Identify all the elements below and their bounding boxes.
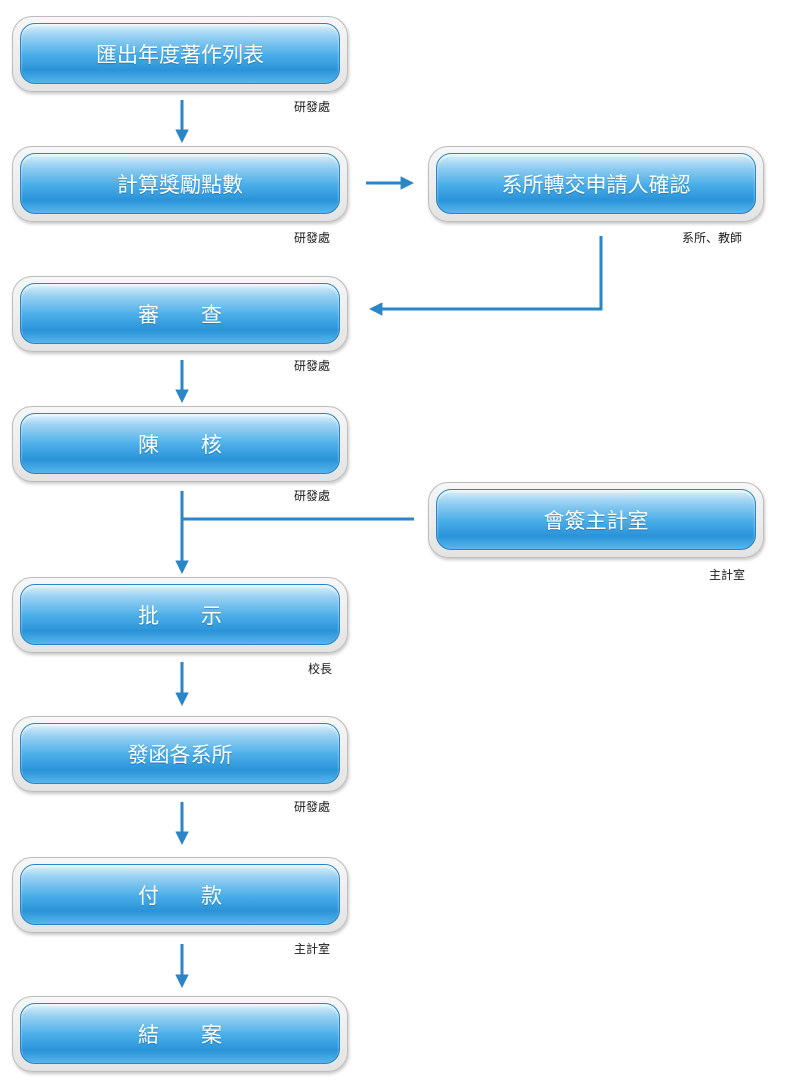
step-box: 陳 核 (20, 413, 340, 474)
step-submit: 陳 核 (12, 406, 348, 482)
step-review: 審 查 (12, 276, 348, 352)
step-label: 審 查 (138, 302, 222, 327)
unit-label: 主計室 (709, 568, 746, 582)
step-box: 匯出年度著作列表 (20, 23, 340, 84)
unit-label: 研發處 (294, 100, 331, 114)
unit-label: 校長 (308, 662, 333, 676)
step-box: 批 示 (20, 584, 340, 645)
side-step-department-confirm: 系所轉交申請人確認 (428, 146, 764, 222)
step-label: 系所轉交申請人確認 (501, 172, 691, 197)
step-label: 批 示 (138, 603, 222, 628)
unit-label: 研發處 (294, 800, 331, 814)
step-box: 會簽主計室 (436, 489, 756, 550)
step-label: 付 款 (138, 883, 222, 908)
unit-label: 主計室 (294, 942, 331, 956)
step-box: 付 款 (20, 864, 340, 925)
arrow-side1-to-step3 (368, 236, 603, 316)
step-box: 計算獎勵點數 (20, 153, 340, 214)
step-box: 系所轉交申請人確認 (436, 153, 756, 214)
unit-label: 系所、教師 (682, 231, 743, 245)
step-calculate-points: 計算獎勵點數 (12, 146, 348, 222)
step-label: 發函各系所 (127, 742, 233, 767)
unit-label: 研發處 (294, 489, 331, 503)
step-label: 陳 核 (138, 432, 222, 457)
step-box: 發函各系所 (20, 723, 340, 784)
step-approve: 批 示 (12, 577, 348, 653)
step-export-list: 匯出年度著作列表 (12, 16, 348, 92)
side-step-accounting-cosign: 會簽主計室 (428, 482, 764, 558)
unit-label: 研發處 (294, 359, 331, 373)
step-box: 審 查 (20, 283, 340, 344)
step-label: 計算獎勵點數 (117, 172, 243, 197)
step-label: 會簽主計室 (543, 508, 649, 533)
step-notify-departments: 發函各系所 (12, 716, 348, 792)
step-box: 結 案 (20, 1003, 340, 1064)
step-close-case: 結 案 (12, 996, 348, 1072)
unit-label: 研發處 (294, 231, 331, 245)
step-label: 結 案 (138, 1022, 222, 1047)
step-label: 匯出年度著作列表 (96, 42, 264, 67)
step-payment: 付 款 (12, 857, 348, 933)
